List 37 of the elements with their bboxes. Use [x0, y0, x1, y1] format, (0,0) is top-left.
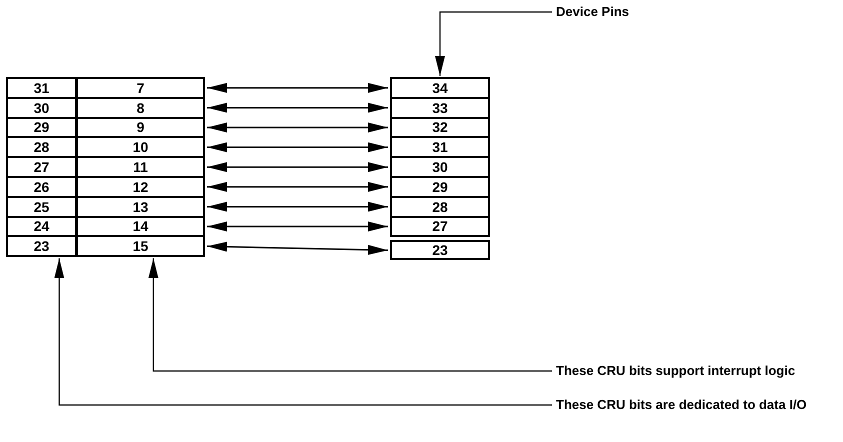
table-cell: 28 [390, 196, 490, 218]
table-cell: 8 [76, 96, 205, 119]
table-cell: 30 [6, 96, 77, 119]
double-arrow [207, 202, 388, 212]
double-arrow [207, 102, 388, 113]
table-cell: 31 [6, 77, 77, 99]
table-cell: 25 [6, 196, 77, 218]
table-cell: 15 [76, 235, 205, 258]
table-cell: 26 [6, 176, 77, 198]
table-cell: 23 [6, 235, 77, 258]
table-cell: 27 [390, 216, 490, 238]
table-cell: 12 [76, 176, 205, 198]
table-cell: 11 [76, 156, 205, 178]
table-cell: 28 [6, 136, 77, 158]
callout-label: These CRU bits support interrupt logic [556, 363, 796, 379]
table-cell: 13 [76, 196, 205, 218]
callout-label: These CRU bits are dedicated to data I/O [556, 397, 807, 413]
double-arrow [207, 222, 388, 232]
leader-line [148, 258, 552, 372]
double-arrow [207, 182, 388, 192]
table-cell: 31 [390, 136, 490, 158]
leader-line [54, 258, 552, 406]
table-cell: 30 [390, 156, 490, 178]
table-cell: 33 [390, 96, 490, 119]
table-cell: 23 [390, 240, 490, 260]
table-cell: 10 [76, 136, 205, 158]
table-cell: 7 [76, 77, 205, 99]
double-arrow [207, 122, 388, 132]
leader-line [435, 11, 552, 76]
double-arrow [206, 242, 388, 255]
double-arrow [207, 142, 388, 152]
double-arrow [207, 82, 388, 93]
table-cell: 27 [6, 156, 77, 178]
table-cell: 34 [390, 77, 490, 99]
double-arrow [207, 162, 388, 172]
table-cell: 29 [390, 176, 490, 198]
callout-label: Device Pins [556, 4, 629, 20]
